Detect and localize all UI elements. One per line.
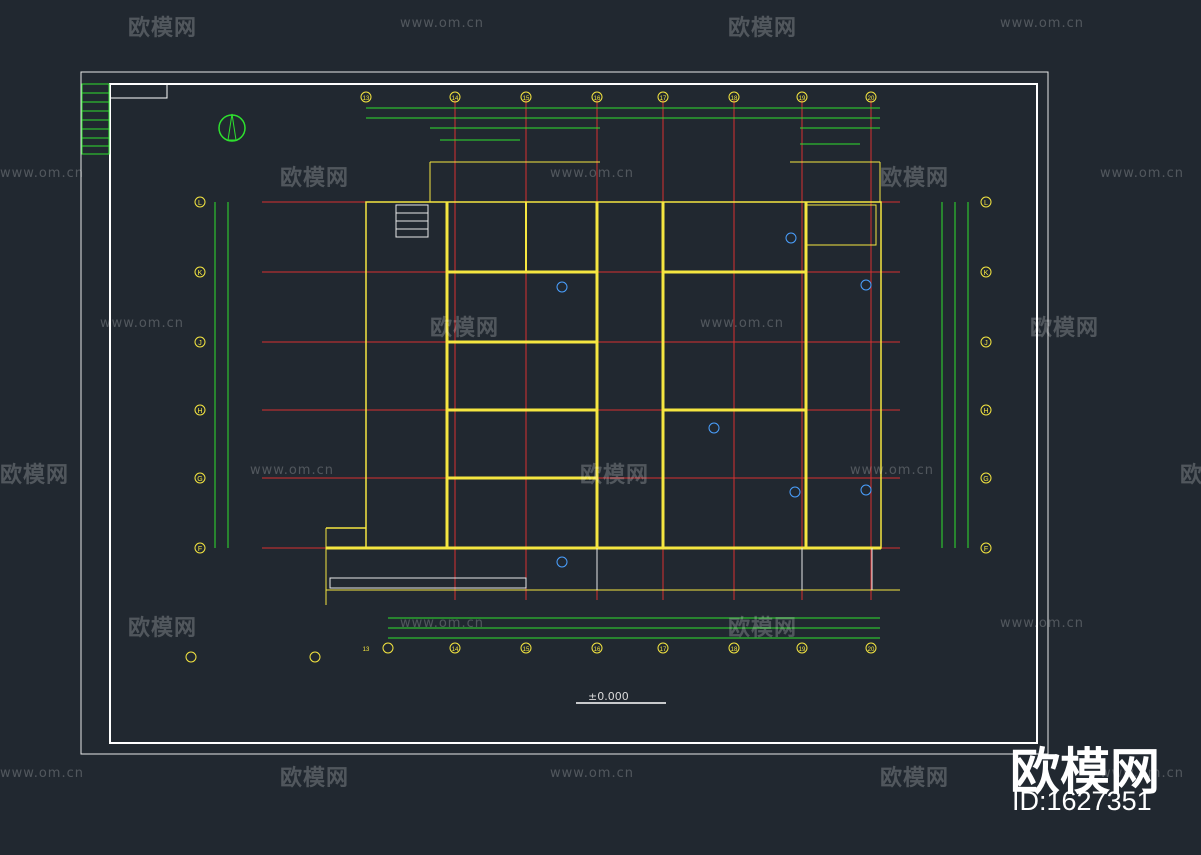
equipment-symbols bbox=[556, 232, 872, 568]
watermark-url: www.om.cn bbox=[400, 16, 484, 31]
grid-bubble-label: 14 bbox=[452, 647, 459, 653]
watermark-brand: 欧模网 bbox=[1180, 463, 1201, 488]
watermark-url: www.om.cn bbox=[1000, 616, 1084, 631]
watermark-brand: 欧模网 bbox=[1030, 316, 1100, 341]
watermark-brand: 欧模网 bbox=[128, 616, 198, 641]
binding-box bbox=[109, 83, 168, 99]
grid-bubble-label: 14 bbox=[452, 96, 459, 102]
detail-lines bbox=[329, 204, 873, 590]
grid-bubble-label: G bbox=[197, 476, 202, 483]
grid-bubble-label: 16 bbox=[594, 647, 601, 653]
outer-frame bbox=[80, 71, 1049, 755]
brand-logo-text: 欧模网 bbox=[1010, 743, 1160, 801]
grid-bubble-label: K bbox=[198, 270, 203, 277]
elevation-label: ±0.000 bbox=[588, 690, 629, 703]
grid-bubble-label: 17 bbox=[660, 647, 667, 653]
grid-bubble-label: L bbox=[198, 200, 202, 207]
watermark-url: www.om.cn bbox=[550, 166, 634, 181]
watermark-brand: 欧模网 bbox=[280, 766, 350, 791]
watermark-url: www.om.cn bbox=[400, 616, 484, 631]
watermark-brand: 欧模网 bbox=[880, 766, 950, 791]
inner-frame bbox=[109, 83, 1038, 744]
grid-bubble-label: K bbox=[984, 270, 989, 277]
grid-bubble-label: 19 bbox=[799, 647, 806, 653]
watermark-url: www.om.cn bbox=[100, 316, 184, 331]
grid-bubble-label: F bbox=[984, 546, 988, 553]
grid-bubble-label: 13 bbox=[363, 647, 370, 653]
grid-bubble-label: 13 bbox=[363, 96, 370, 102]
watermark-brand: 欧模网 bbox=[0, 463, 70, 488]
title-strip bbox=[81, 83, 110, 155]
model-id: ID:1627351 bbox=[1012, 786, 1152, 816]
grid-bubbles bbox=[185, 91, 992, 663]
north-arrow-icon bbox=[218, 113, 246, 142]
watermark-brand: 欧模网 bbox=[728, 16, 798, 41]
grid-bubble-label: J bbox=[198, 340, 202, 347]
building-walls bbox=[325, 161, 900, 605]
grid-bubble-label: F bbox=[198, 546, 202, 553]
grid-bubble-label: J bbox=[984, 340, 988, 347]
watermark-url: www.om.cn bbox=[550, 766, 634, 781]
watermark-brand: 欧模网 bbox=[728, 616, 798, 641]
watermark-url: www.om.cn bbox=[700, 316, 784, 331]
watermark-brand: 欧模网 bbox=[280, 166, 350, 191]
dimension-lines bbox=[214, 107, 969, 639]
watermark-brand: 欧模网 bbox=[880, 166, 950, 191]
grid-bubble-label: 17 bbox=[660, 96, 667, 102]
watermark-url: www.om.cn bbox=[0, 166, 84, 181]
watermark-brand: 欧模网 bbox=[430, 316, 500, 341]
grid-bubble-label: 20 bbox=[868, 647, 875, 653]
grid-bubble-label: H bbox=[197, 408, 202, 415]
grid-bubble-label: 19 bbox=[799, 96, 806, 102]
watermark-url: www.om.cn bbox=[250, 463, 334, 478]
watermark-url: www.om.cn bbox=[0, 766, 84, 781]
grid-bubble-label: 15 bbox=[523, 647, 530, 653]
watermark-url: www.om.cn bbox=[1100, 166, 1184, 181]
grid-bubble-label: 20 bbox=[868, 96, 875, 102]
grid-bubble-label: 18 bbox=[731, 647, 738, 653]
grid-bubble-label: H bbox=[983, 408, 988, 415]
watermark-url: www.om.cn bbox=[1100, 766, 1184, 781]
grid-bubble-label: 18 bbox=[731, 96, 738, 102]
watermark-brand: 欧模网 bbox=[128, 16, 198, 41]
grid-bubble-label: G bbox=[983, 476, 988, 483]
watermark-url: www.om.cn bbox=[1000, 16, 1084, 31]
grid-bubble-label: 15 bbox=[523, 96, 530, 102]
watermark-url: www.om.cn bbox=[850, 463, 934, 478]
watermark-brand: 欧模网 bbox=[580, 463, 650, 488]
grid-bubble-label: L bbox=[984, 200, 988, 207]
grid-bubble-label: 16 bbox=[594, 96, 601, 102]
